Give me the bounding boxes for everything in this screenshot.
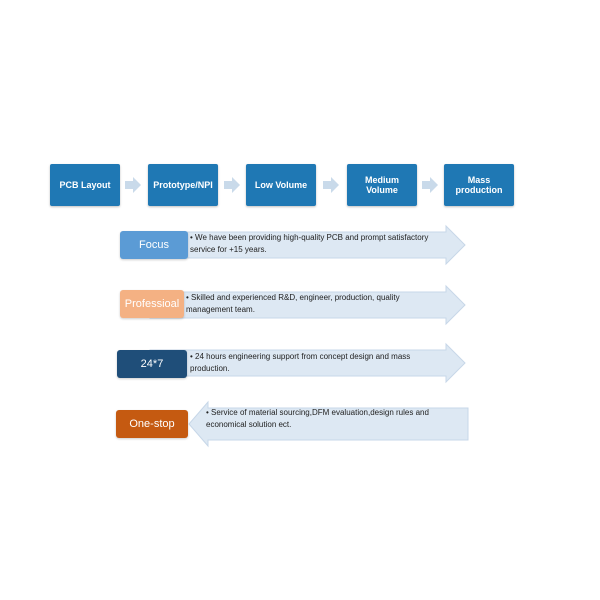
tag-professional: Professioal bbox=[120, 290, 184, 318]
feature-description: • Service of material sourcing,DFM evalu… bbox=[206, 407, 468, 430]
stage-medium-volume: Medium Volume bbox=[347, 164, 417, 206]
bullet-icon: • bbox=[190, 233, 193, 242]
bullet-icon: • bbox=[206, 408, 209, 417]
feature-arrow-right-focus bbox=[149, 224, 466, 266]
stage-mass-production: Mass production bbox=[444, 164, 514, 206]
feature-arrow-left-one-stop bbox=[188, 400, 469, 448]
tag-label: Focus bbox=[139, 239, 169, 251]
tag-one-stop: One-stop bbox=[116, 410, 188, 438]
stage-label: Medium Volume bbox=[364, 174, 399, 195]
stage-label: PCB Layout bbox=[59, 179, 111, 190]
feature-arrow-right-24x7 bbox=[149, 342, 466, 384]
bullet-icon: • bbox=[190, 352, 193, 361]
stage-low-volume: Low Volume bbox=[246, 164, 316, 206]
flow-arrow-icon bbox=[323, 177, 339, 193]
feature-text: 24 hours engineering support from concep… bbox=[190, 352, 411, 373]
tag-focus: Focus bbox=[120, 231, 188, 259]
stage-label: Prototype/NPI bbox=[153, 179, 213, 190]
stage-label: Mass production bbox=[455, 174, 503, 195]
feature-description: • We have been providing high-quality PC… bbox=[190, 232, 430, 255]
bullet-icon: • bbox=[186, 293, 189, 302]
tag-label: One-stop bbox=[129, 418, 175, 430]
flow-arrow-icon bbox=[224, 177, 240, 193]
tag-label: 24*7 bbox=[140, 358, 164, 370]
feature-text: We have been providing high-quality PCB … bbox=[190, 233, 429, 254]
flow-arrow-icon bbox=[422, 177, 438, 193]
feature-text: Skilled and experienced R&D, engineer, p… bbox=[186, 293, 400, 314]
tag-24x7: 24*7 bbox=[117, 350, 187, 378]
flow-arrow-icon bbox=[125, 177, 141, 193]
stage-label: Low Volume bbox=[254, 179, 308, 190]
feature-arrow-right-professional bbox=[149, 284, 466, 326]
stage-pcb-layout: PCB Layout bbox=[50, 164, 120, 206]
feature-description: • 24 hours engineering support from conc… bbox=[190, 351, 440, 374]
stage-prototype-npi: Prototype/NPI bbox=[148, 164, 218, 206]
feature-text: Service of material sourcing,DFM evaluat… bbox=[206, 408, 429, 429]
tag-label: Professioal bbox=[124, 298, 180, 310]
feature-description: • Skilled and experienced R&D, engineer,… bbox=[186, 292, 430, 315]
